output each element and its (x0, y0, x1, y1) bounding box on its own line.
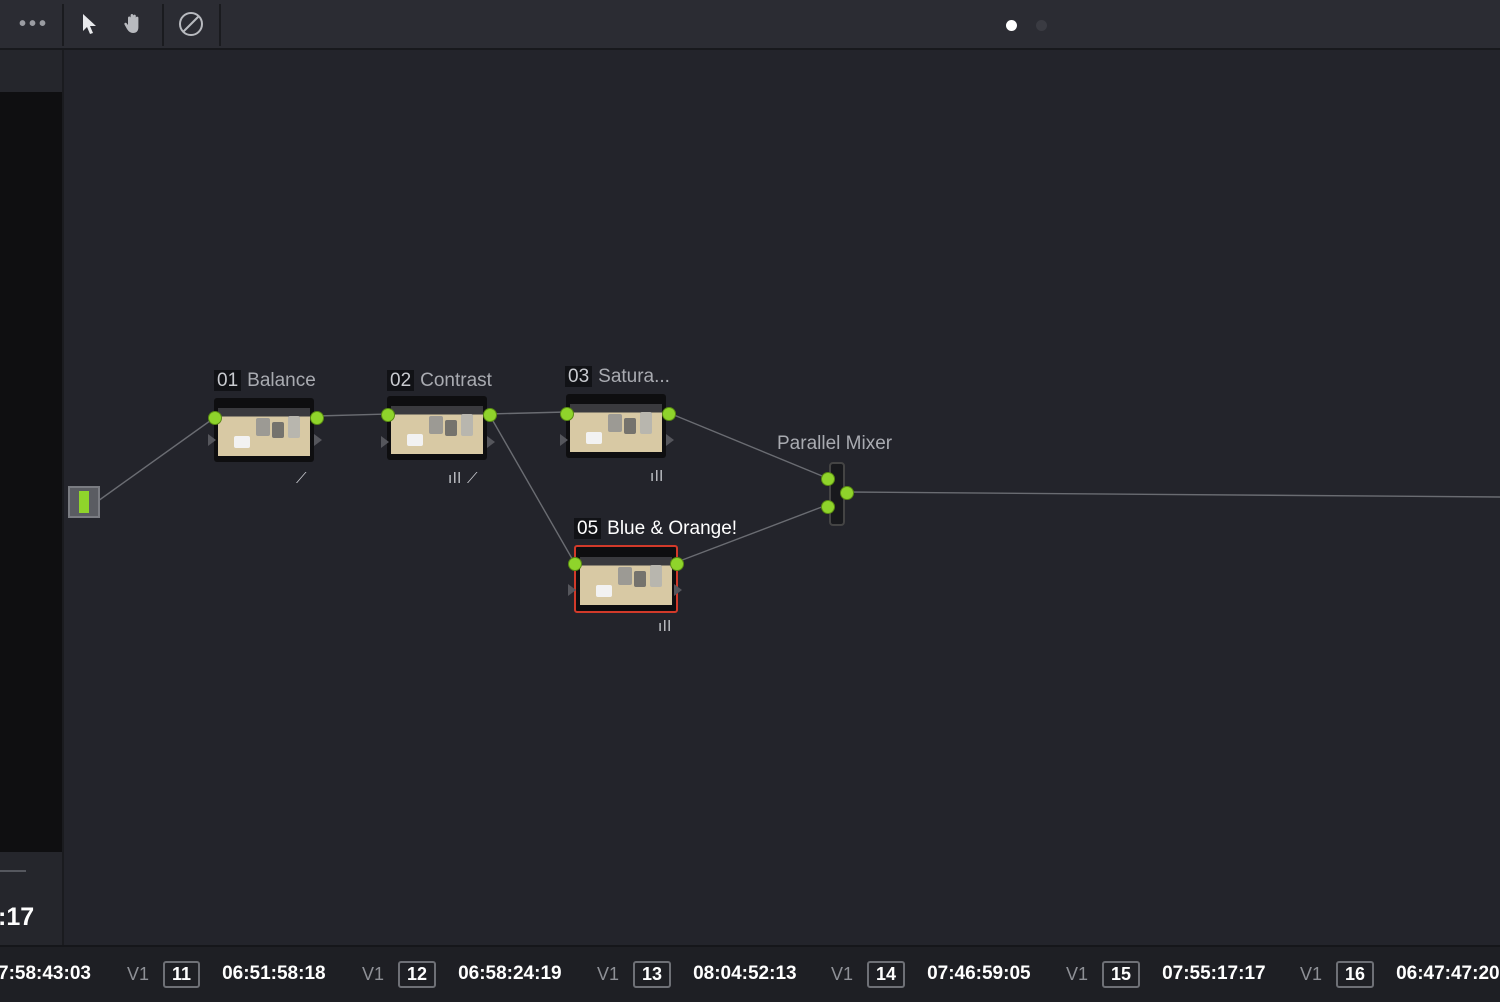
node-02-thumbnail (391, 406, 483, 454)
node-02-name: Contrast (420, 370, 492, 391)
node-01-name: Balance (247, 370, 316, 391)
track-label: V1 (1066, 963, 1089, 984)
clip-number: 13 (633, 960, 672, 988)
histogram-icon: ıll (658, 618, 672, 635)
toolbar-divider (219, 4, 221, 46)
node-01-key-input[interactable] (208, 434, 216, 446)
wire-03-to-mixer (668, 412, 828, 479)
node-01-key-output[interactable] (314, 434, 322, 446)
node-05-output-port[interactable] (670, 557, 684, 571)
node-02-output-port[interactable] (483, 408, 497, 422)
page-indicator-active[interactable] (1006, 20, 1017, 31)
node-02-input-port[interactable] (381, 408, 395, 422)
bypass-icon[interactable] (174, 8, 208, 40)
node-03-thumbnail (570, 404, 662, 452)
node-05-key-output[interactable] (674, 584, 682, 596)
page-indicator[interactable] (1036, 20, 1047, 31)
clip-timecode: 06:51:58:18 (222, 963, 326, 984)
node-editor-toolbar: ••• (0, 0, 1500, 50)
wire-02-to-03 (488, 411, 567, 415)
node-02-number: 02 (387, 370, 415, 391)
track-label: V1 (831, 963, 854, 984)
wire-02-to-05 (488, 413, 575, 563)
clip-timecode: 7:58:43:03 (0, 963, 91, 984)
track-label: V1 (1300, 963, 1323, 984)
histogram-icon: ıll (650, 468, 664, 485)
mixer-output-port[interactable] (840, 486, 854, 500)
wire-01-to-02 (316, 413, 388, 417)
node-05-input-port[interactable] (568, 557, 582, 571)
node-03-input-port[interactable] (560, 407, 574, 421)
clip-timecode: 07:46:59:05 (927, 963, 1031, 984)
node-05-number: 05 (574, 518, 602, 539)
node-01-output-port[interactable] (310, 411, 324, 425)
node-05-key-input[interactable] (568, 584, 576, 596)
node-connections (97, 411, 1500, 563)
node-01[interactable] (214, 398, 314, 462)
wire-05-to-mixer (676, 504, 828, 563)
wire-mixer-to-output (845, 491, 1500, 498)
node-01-thumbnail (218, 408, 310, 456)
clip-11[interactable]: V1 11 06:51:58:18 (127, 959, 326, 989)
clip-number: 16 (1336, 960, 1375, 988)
mixer-input-1-port[interactable] (821, 472, 835, 486)
clip-timecode: 06:58:24:19 (458, 963, 562, 984)
node-01-input-port[interactable] (208, 411, 222, 425)
mixer-input-2-port[interactable] (821, 500, 835, 514)
clip-timecode: 07:55:17:17 (1162, 963, 1266, 984)
wire-source-to-01 (97, 417, 215, 502)
clip-timecode: 08:04:52:13 (693, 963, 797, 984)
clip-14[interactable]: V1 14 07:46:59:05 (831, 959, 1031, 989)
node-03-key-input[interactable] (560, 434, 568, 446)
clip-16[interactable]: V1 16 06:47:47:20 (1300, 959, 1500, 989)
clip-15[interactable]: V1 15 07:55:17:17 (1066, 959, 1266, 989)
clip-12[interactable]: V1 12 06:58:24:19 (362, 959, 562, 989)
node-05-thumbnail (580, 557, 672, 605)
track-label: V1 (127, 963, 150, 984)
clip-13[interactable]: V1 13 08:04:52:13 (597, 959, 797, 989)
source-input-icon[interactable] (68, 486, 100, 518)
histogram-curves-icon: ıll ⟋ (448, 470, 479, 487)
node-05-selected[interactable] (574, 545, 678, 613)
toolbar-divider (62, 4, 64, 46)
node-03[interactable] (566, 394, 666, 458)
clip-number: 11 (163, 960, 201, 988)
viewer-timecode: :17 (0, 903, 35, 931)
node-03-output-port[interactable] (662, 407, 676, 421)
clip-number: 15 (1102, 960, 1141, 988)
pointer-tool-icon[interactable] (73, 8, 107, 40)
viewer-strip (0, 92, 62, 852)
node-02[interactable] (387, 396, 487, 460)
clip-timecode: 06:47:47:20 (1396, 963, 1500, 984)
clip-number: 14 (867, 960, 906, 988)
node-03-name: Satura... (598, 366, 670, 387)
node-02-key-output[interactable] (487, 436, 495, 448)
node-03-number: 03 (565, 366, 593, 387)
toolbar-divider (162, 4, 164, 46)
clip-10[interactable]: 7:58:43:03 (0, 959, 91, 989)
curves-icon: ⟋ (296, 470, 308, 487)
more-options-icon[interactable]: ••• (18, 12, 49, 35)
track-label: V1 (597, 963, 620, 984)
divider-line (0, 870, 26, 872)
node-02-key-input[interactable] (381, 436, 389, 448)
parallel-mixer-label: Parallel Mixer (777, 433, 893, 454)
clip-timeline: 7:58:43:03 V1 11 06:51:58:18 V1 12 06:58… (0, 945, 1500, 1002)
hand-tool-icon[interactable] (117, 8, 151, 40)
node-03-key-output[interactable] (666, 434, 674, 446)
node-05-name: Blue & Orange! (607, 518, 738, 539)
node-01-number: 01 (214, 370, 242, 391)
clip-number: 12 (398, 960, 437, 988)
track-label: V1 (362, 963, 385, 984)
